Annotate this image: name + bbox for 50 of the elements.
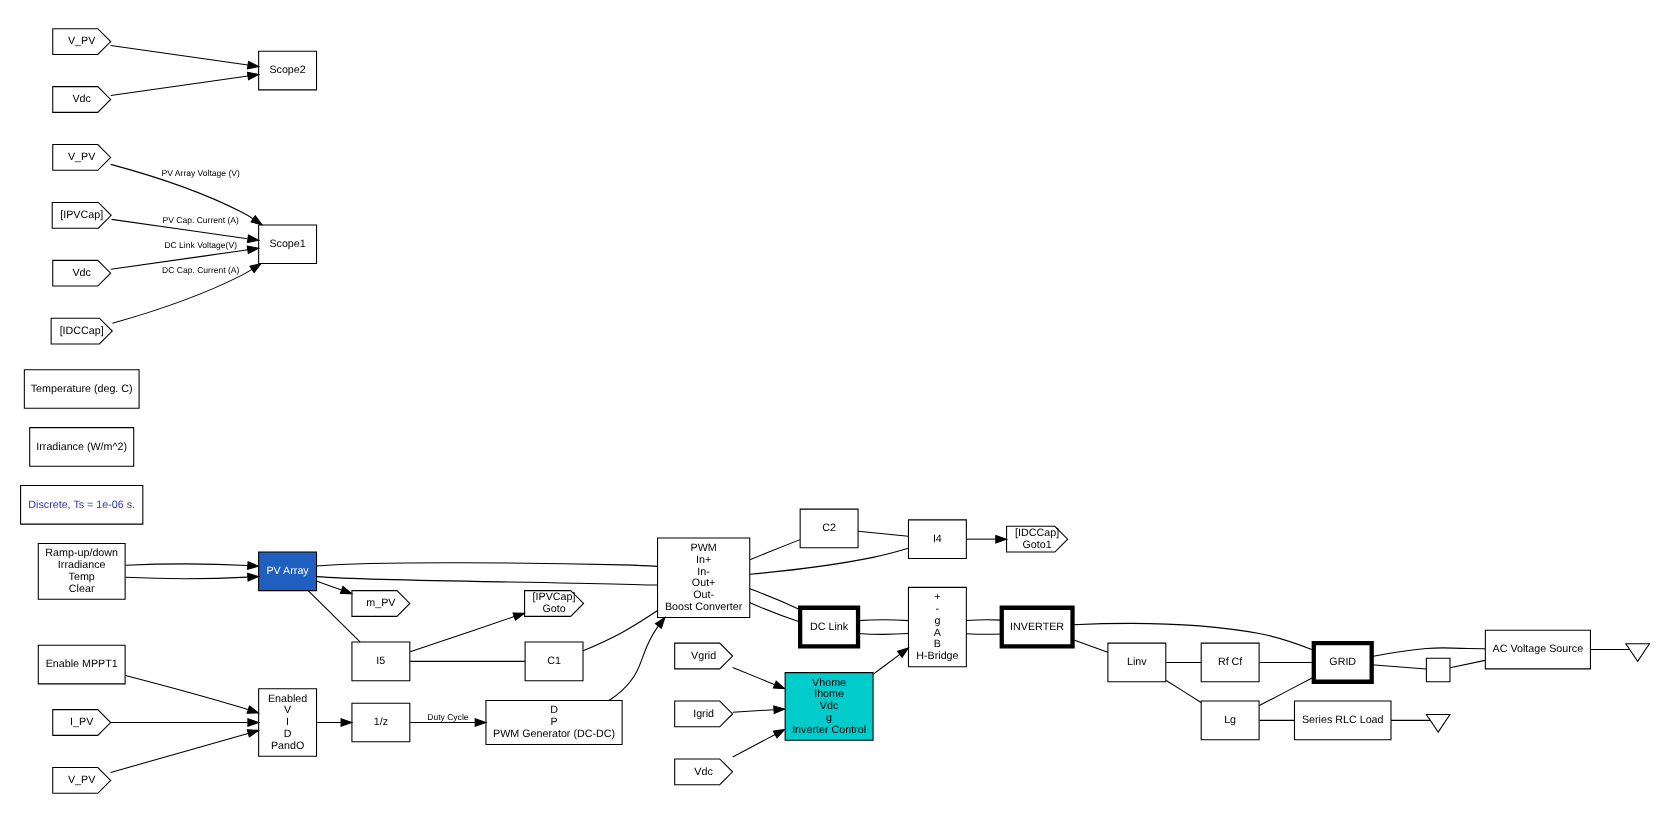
connector: [1371, 646, 1486, 657]
connector: [1072, 638, 1109, 652]
connector: [1165, 660, 1202, 662]
connector: [316, 561, 659, 566]
arrow: [872, 646, 910, 674]
arrow: [409, 717, 488, 726]
arrow: [124, 673, 261, 713]
arrow: [732, 665, 787, 689]
connector: [749, 538, 801, 560]
arrow: [966, 533, 1009, 543]
arrow: [110, 44, 261, 69]
arrow: [732, 727, 787, 757]
connector: [1072, 621, 1315, 650]
connector: [857, 529, 909, 536]
arrow: [110, 717, 261, 726]
connector: [409, 659, 526, 661]
connector: [1449, 658, 1486, 668]
connector: [1258, 660, 1315, 662]
connector: [307, 589, 361, 642]
connector: [1258, 675, 1315, 706]
connector: [1165, 678, 1202, 703]
arrow: [316, 579, 354, 594]
connector: [966, 632, 1003, 634]
arrow: [111, 261, 263, 323]
arrow: [111, 217, 261, 243]
connector: [749, 601, 801, 622]
connector: [749, 587, 801, 610]
arrow: [110, 162, 264, 225]
connector: [1390, 718, 1431, 720]
connector: [1371, 663, 1427, 669]
connector: [1258, 718, 1295, 720]
connector: [857, 618, 909, 621]
connector: [582, 609, 658, 651]
node-ground: [1624, 642, 1651, 662]
connector: [857, 632, 909, 634]
connector: [749, 546, 909, 574]
arrow: [124, 559, 261, 569]
arrow: [110, 70, 261, 96]
arrow: [316, 717, 354, 726]
connector: [316, 575, 659, 585]
connector: [966, 618, 1003, 620]
arrow: [110, 244, 260, 269]
connector: [1590, 648, 1631, 650]
arrow: [110, 728, 261, 772]
arrow: [608, 615, 666, 700]
node-ground: [1425, 712, 1451, 733]
arrow: [124, 571, 261, 581]
node-box: [1425, 656, 1451, 682]
arrow: [732, 704, 787, 714]
arrow: [409, 611, 526, 652]
